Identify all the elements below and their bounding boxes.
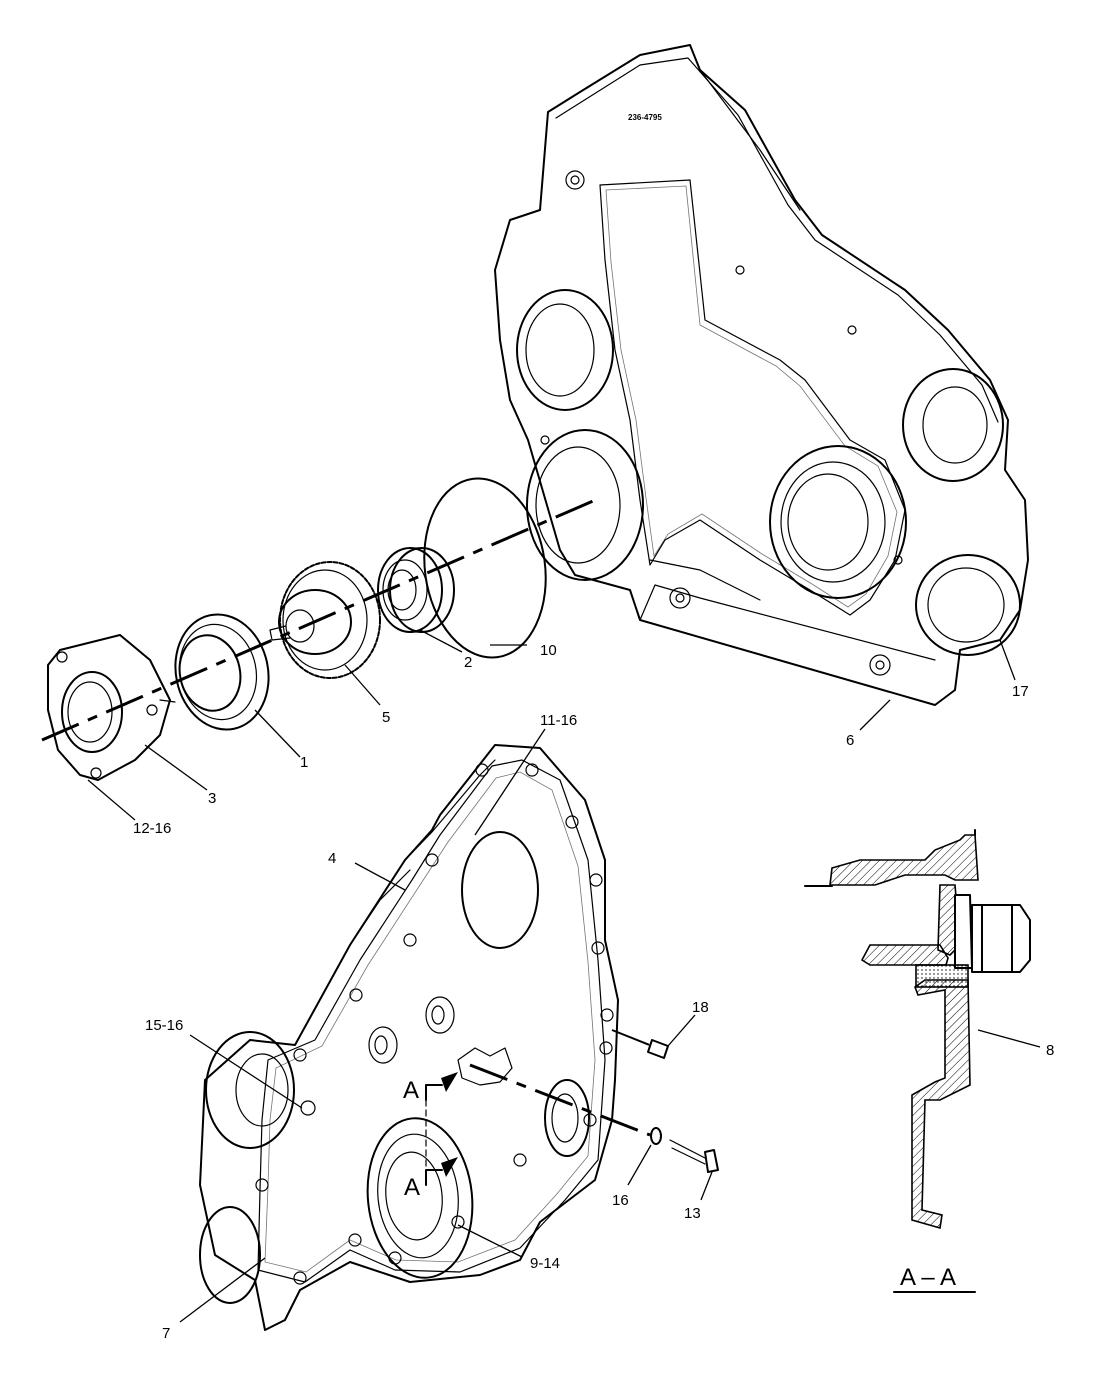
washer xyxy=(650,1127,662,1145)
cover-side-bore xyxy=(544,1079,590,1157)
callout-17: 17 xyxy=(1012,683,1029,700)
section-marker-upper: A xyxy=(403,1077,419,1104)
callout-13: 13 xyxy=(684,1205,701,1222)
housing-bore-lower-left xyxy=(526,429,644,581)
callout-15-16: 15-16 xyxy=(145,1017,183,1034)
section-a-a-detail xyxy=(804,829,1031,1230)
callout-4: 4 xyxy=(328,850,336,867)
section-view-title: A – A xyxy=(900,1264,956,1291)
callout-5: 5 xyxy=(382,709,390,726)
cover-window xyxy=(461,831,539,949)
housing-bore-upper-right xyxy=(902,368,1004,482)
housing-bore-lower-right xyxy=(915,554,1021,656)
callout-labels: 1 2 3 4 5 6 7 8 9-14 10 11-16 12-16 13 1… xyxy=(133,642,1054,1342)
section-marker-group: A A xyxy=(403,1072,458,1201)
housing-bore-center xyxy=(769,445,907,599)
assembly-axis-lower xyxy=(469,1063,651,1137)
callout-10: 10 xyxy=(540,642,557,659)
assembly-axis-upper xyxy=(41,496,601,742)
bolt xyxy=(669,1139,719,1173)
callout-18: 18 xyxy=(692,999,709,1016)
seal xyxy=(174,613,270,731)
callout-1: 1 xyxy=(300,754,308,771)
leader-lines xyxy=(87,629,1041,1323)
carrier-plate xyxy=(47,634,176,781)
idler-gear xyxy=(269,561,381,679)
dowel-pin xyxy=(611,1029,669,1059)
callout-6: 6 xyxy=(846,732,854,749)
housing-bore-left xyxy=(516,289,614,411)
callout-12-16: 12-16 xyxy=(133,820,171,837)
o-ring xyxy=(423,477,547,659)
casting-part-number: 236-4795 xyxy=(628,113,662,122)
callout-2: 2 xyxy=(464,654,472,671)
front-cover xyxy=(199,744,619,1331)
section-marker-lower: A xyxy=(404,1174,420,1201)
callout-16: 16 xyxy=(612,1192,629,1209)
callout-8: 8 xyxy=(1046,1042,1054,1059)
callout-7: 7 xyxy=(162,1325,170,1342)
cover-seal-plate xyxy=(366,1117,474,1279)
callout-9-14: 9-14 xyxy=(530,1255,560,1272)
callout-3: 3 xyxy=(208,790,216,807)
callout-11-16: 11-16 xyxy=(540,712,577,729)
front-housing: 236-4795 xyxy=(494,44,1029,706)
